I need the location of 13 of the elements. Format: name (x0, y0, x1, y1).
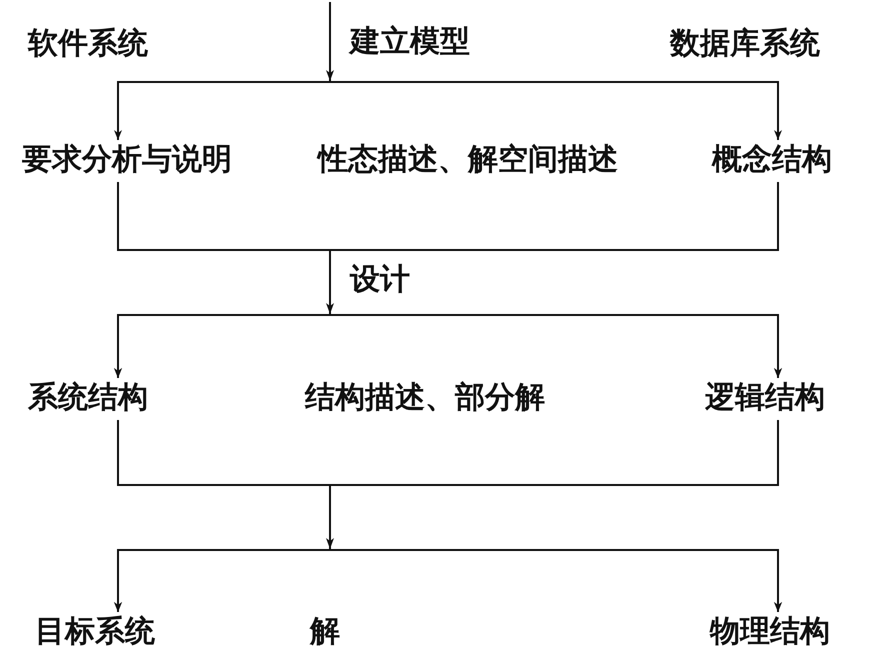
node-text: 数据库系统 (670, 26, 820, 62)
node-text: 逻辑结构 (705, 380, 825, 416)
node-text: 性态描述、解空间描述 (318, 142, 618, 178)
node-text: 解 (310, 614, 340, 650)
node-text: 系统结构 (28, 380, 148, 416)
node-text: 物理结构 (710, 614, 830, 650)
node-text: 要求分析与说明 (22, 142, 232, 178)
arrow (329, 420, 782, 612)
node-text: 结构描述、部分解 (305, 380, 545, 416)
node-text: 软件系统 (28, 26, 148, 62)
node-text: 概念结构 (712, 142, 832, 178)
arrow (329, 182, 782, 378)
node-text: 目标系统 (35, 614, 155, 650)
